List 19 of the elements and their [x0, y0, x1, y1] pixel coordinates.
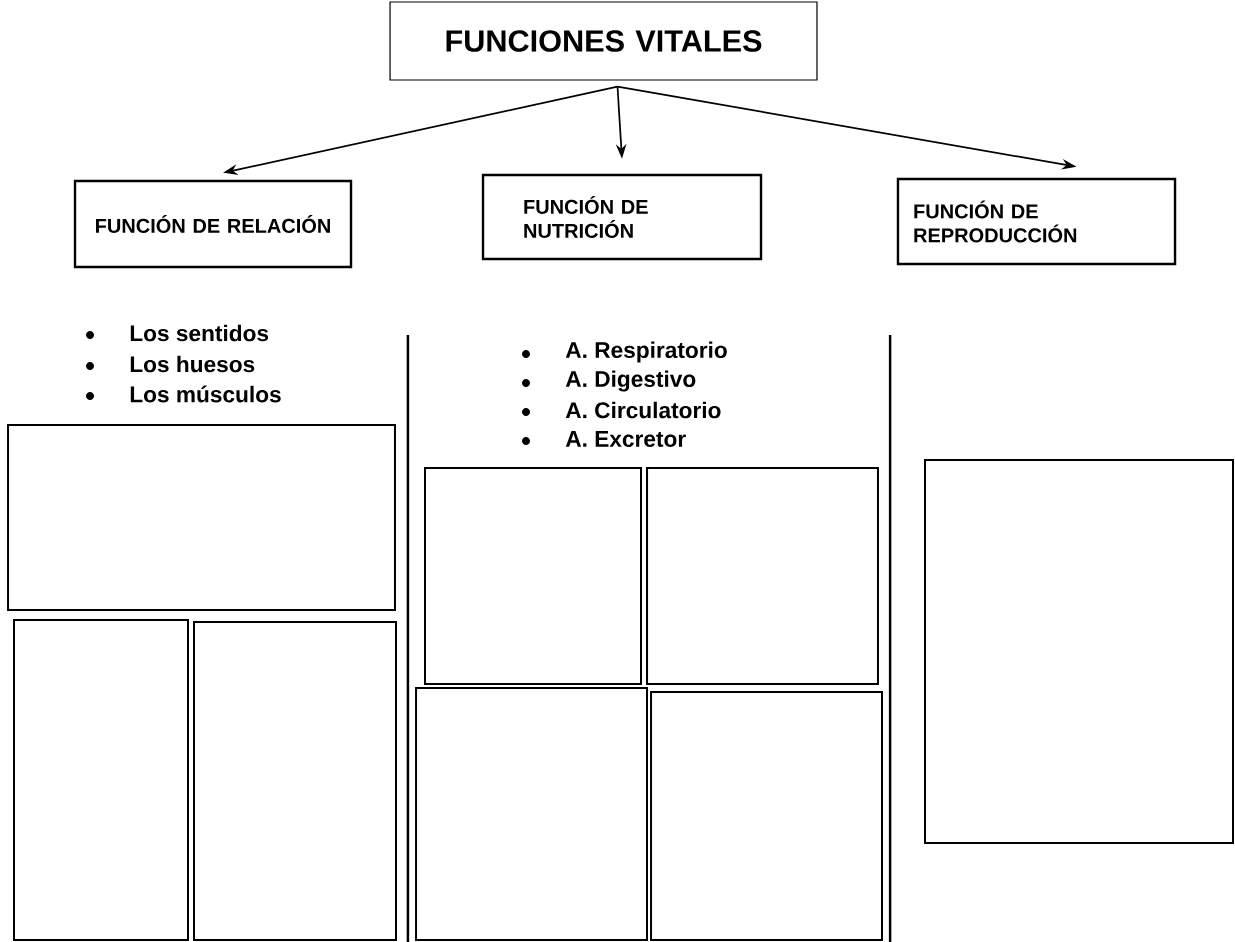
empty-box: [13, 619, 189, 941]
function-box: FUNCIÓN DE REPRODUCCIÓN: [896, 177, 1177, 266]
list-item: A. Excretor: [522, 431, 686, 447]
empty-box: [924, 459, 1234, 844]
function-box: FUNCIÓN DE NUTRICIÓN: [481, 173, 763, 261]
list-item: A. Respiratorio: [522, 341, 727, 363]
empty-box: [193, 621, 397, 941]
list-item: A. Digestivo: [522, 370, 696, 392]
empty-box: [650, 691, 883, 941]
empty-box: [415, 687, 648, 941]
empty-box: [7, 423, 396, 612]
empty-box: [646, 467, 879, 685]
list-item: Los huesos: [86, 355, 255, 373]
list-item: Los músculos: [86, 385, 281, 403]
function-box: FUNCIÓN DE RELACIÓN: [73, 179, 353, 269]
title-box: FUNCIONES VITALES: [389, 1, 818, 81]
list-item: Los sentidos: [86, 324, 269, 342]
empty-box: [424, 467, 642, 685]
list-item: A. Circulatorio: [522, 401, 721, 419]
